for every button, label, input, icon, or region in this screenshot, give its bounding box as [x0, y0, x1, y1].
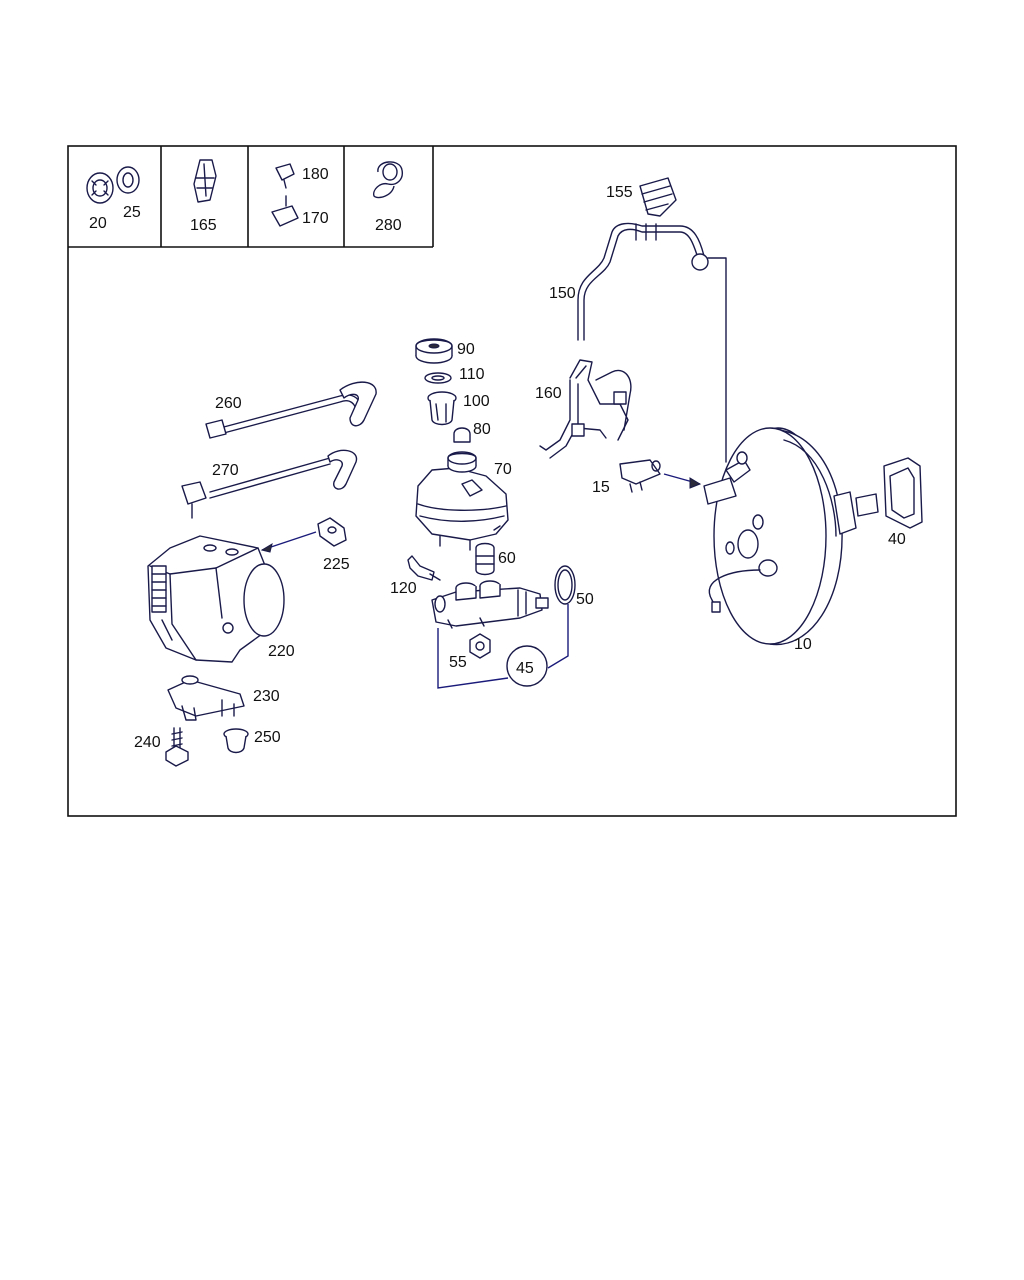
- callout-225: 225: [323, 556, 350, 573]
- callout-55: 55: [449, 654, 467, 671]
- callout-270: 270: [212, 462, 239, 479]
- callout-240: 240: [134, 734, 161, 751]
- callout-165: 165: [190, 217, 217, 234]
- plug-20-icon: [86, 172, 114, 204]
- callout-155: 155: [606, 184, 633, 201]
- oring-50-icon: [554, 565, 576, 605]
- small-parts-boxes: [68, 146, 434, 248]
- bellows-155-icon: [639, 177, 677, 217]
- brake-line-270-icon: [181, 449, 358, 519]
- clip-165-icon: [193, 159, 217, 203]
- callout-120: 120: [390, 580, 417, 597]
- hydraulic-unit-220-icon: [147, 535, 285, 663]
- clip-170-icon: [271, 195, 299, 227]
- bushing-250-icon: [223, 728, 249, 754]
- sensor-15-icon: [619, 459, 702, 493]
- callout-80: 80: [473, 421, 491, 438]
- brake-booster-10-icon: [703, 427, 879, 646]
- grommet-25-icon: [116, 166, 140, 194]
- bolt-240-icon: [165, 727, 189, 767]
- bleeder-120-icon: [407, 555, 441, 581]
- seal-110-icon: [424, 372, 452, 384]
- callout-180: 180: [302, 166, 329, 183]
- callout-40: 40: [888, 531, 906, 548]
- cap-90-icon: [415, 338, 453, 364]
- callout-20: 20: [89, 215, 107, 232]
- callout-260: 260: [215, 395, 242, 412]
- clip-180-icon: [275, 163, 295, 189]
- sensor-225-icon: [260, 517, 347, 553]
- callout-15: 15: [592, 479, 610, 496]
- hose-assembly-160-icon: [539, 359, 632, 459]
- diagram-frame: [67, 145, 957, 817]
- callout-60: 60: [498, 550, 516, 567]
- callout-220: 220: [268, 643, 295, 660]
- callout-170: 170: [302, 210, 329, 227]
- callout-160: 160: [535, 385, 562, 402]
- bracket-230-icon: [167, 675, 245, 721]
- cap-80-icon: [453, 427, 471, 443]
- nut-55-icon: [469, 633, 491, 659]
- callout-250: 250: [254, 729, 281, 746]
- vacuum-hose-150-icon: [577, 222, 727, 463]
- master-cylinder-45-icon: [431, 580, 549, 629]
- strainer-100-icon: [427, 391, 457, 426]
- plug-60-icon: [475, 542, 495, 576]
- callout-45: 45: [516, 660, 534, 677]
- brake-line-260-icon: [205, 381, 377, 439]
- callout-280: 280: [375, 217, 402, 234]
- callout-90: 90: [457, 341, 475, 358]
- clamp-280-icon: [373, 161, 403, 199]
- reservoir-70-icon: [415, 451, 509, 551]
- callout-100: 100: [463, 393, 490, 410]
- callout-50: 50: [576, 591, 594, 608]
- callout-10: 10: [794, 636, 812, 653]
- gasket-40-icon: [883, 457, 923, 529]
- callout-230: 230: [253, 688, 280, 705]
- kit-45-bracket: [437, 604, 569, 689]
- callout-25: 25: [123, 204, 141, 221]
- callout-70: 70: [494, 461, 512, 478]
- callout-110: 110: [459, 366, 485, 383]
- callout-150: 150: [549, 285, 576, 302]
